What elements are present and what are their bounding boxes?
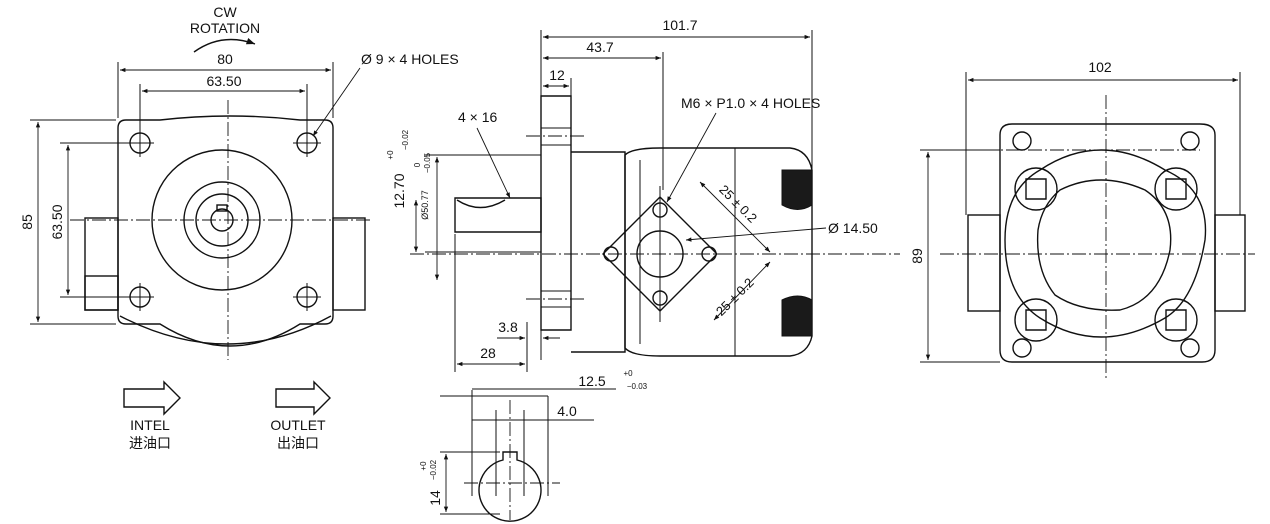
rear-view: 102 89 (909, 59, 1255, 380)
outlet-label: OUTLET (270, 417, 326, 433)
side-flange-thickness-dim: 12 (549, 67, 565, 83)
front-body-outline (117, 115, 334, 347)
shaft-section: 12.5 +0 −0.03 4.0 14 +0 −0.02 (419, 369, 648, 522)
outlet-label-cn: 出油口 (277, 435, 319, 451)
side-key-note: 4 × 16 (458, 109, 498, 125)
side-shoulder-dim: 3.8 (498, 319, 518, 335)
side-shaft-length-dim: 28 (480, 345, 496, 361)
side-pilot-tol-lower: −0.05 (423, 152, 432, 173)
shaft-key-height-tol-lower: −0.03 (627, 382, 648, 391)
front-mounting-holes (126, 129, 321, 311)
side-shaft-key (456, 199, 506, 209)
side-thread-note: M6 × P1.0 × 4 HOLES (681, 95, 820, 111)
rear-height-dim: 89 (909, 248, 925, 264)
side-mount-to-port-dim: 43.7 (586, 39, 613, 55)
front-inlet-boss (84, 217, 119, 311)
front-view: CW ROTATION 80 (19, 4, 459, 360)
side-port-diameter: Ø 14.50 (828, 220, 878, 236)
front-bolt-spacing-dim: 63.50 (206, 73, 241, 89)
front-keyway (216, 204, 228, 212)
side-shaft-height-tol-upper: +0 (386, 150, 395, 160)
rear-body-outline (999, 123, 1216, 363)
front-width-dim: 80 (217, 51, 233, 67)
rear-width-dim: 102 (1088, 59, 1112, 75)
side-cover-cap-top (781, 169, 813, 210)
side-overall-length-dim: 101.7 (662, 17, 697, 33)
shaft-section-profile (478, 451, 542, 522)
front-body-lower-curve (119, 315, 332, 345)
side-cover-cap-bottom (781, 295, 813, 337)
rear-cover-profile (1004, 149, 1207, 338)
rear-right-boss (1214, 214, 1246, 312)
inlet-label: INTEL (130, 417, 170, 433)
rear-cover-inner (1036, 179, 1172, 311)
rotation-arrow-icon (193, 37, 256, 53)
inlet-arrow-icon (123, 380, 181, 416)
shaft-key-width-dim: 4.0 (557, 403, 577, 419)
rear-left-boss (967, 214, 1001, 312)
shaft-dia-dim: 14 (427, 490, 443, 506)
rotation-label-cw: CW (213, 4, 237, 20)
front-inlet-boss-detail (84, 275, 119, 311)
side-shaft-height-dim: 12.70 (391, 173, 407, 208)
port-labels: INTEL 进油口 OUTLET 出油口 (123, 380, 331, 451)
side-port-flange (602, 186, 718, 322)
outlet-arrow-icon (275, 380, 331, 416)
side-front-body (571, 151, 626, 353)
side-pilot-tol-upper: 0 (413, 162, 422, 167)
side-mount-flange (540, 95, 572, 331)
front-vertical-bolt-dim: 63.50 (49, 204, 65, 239)
side-pilot-diameter: Ø50.77 (420, 190, 430, 220)
shaft-key-height-dim: 12.5 (578, 373, 605, 389)
shaft-dia-tol-lower: −0.02 (429, 459, 438, 480)
rear-bolt-heads (1014, 167, 1198, 342)
side-shaft-height-tol-lower: −0.02 (401, 129, 410, 150)
front-height-dim: 85 (19, 214, 35, 230)
side-shaft (454, 197, 542, 233)
shaft-key-height-tol-upper: +0 (623, 369, 633, 378)
front-outlet-boss (332, 217, 366, 311)
shaft-dia-tol-upper: +0 (419, 461, 428, 471)
side-port-square-dim-1: 25 ± 0.2 (716, 182, 760, 226)
inlet-label-cn: 进油口 (129, 435, 171, 451)
rotation-label-rotation: ROTATION (190, 20, 260, 36)
side-view: 101.7 43.7 12 (386, 17, 900, 372)
front-holes-note: Ø 9 × 4 HOLES (361, 51, 459, 67)
